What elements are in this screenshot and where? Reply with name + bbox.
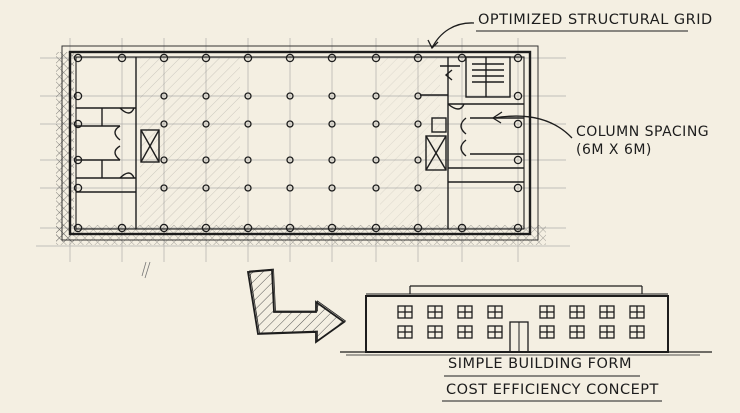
column-marker — [414, 92, 422, 100]
window — [427, 325, 443, 339]
column-marker — [159, 53, 169, 63]
column-marker — [73, 223, 83, 233]
diagonal-shading-zone — [140, 58, 240, 236]
column-marker — [372, 92, 380, 100]
column-marker — [202, 92, 210, 100]
window — [457, 305, 473, 319]
column-marker — [160, 92, 168, 100]
column-marker — [513, 53, 523, 63]
column-marker — [327, 223, 337, 233]
pencil-doodle — [141, 261, 151, 279]
window — [397, 325, 413, 339]
window — [397, 305, 413, 319]
column-marker — [513, 119, 523, 129]
column-marker — [201, 53, 211, 63]
column-leader-arrowhead — [491, 111, 503, 124]
inner-wall-line — [75, 56, 525, 230]
column-marker — [457, 53, 467, 63]
east-core — [420, 56, 524, 229]
column-marker — [73, 119, 83, 129]
column-marker — [372, 156, 380, 164]
column-marker — [243, 223, 253, 233]
structural-columns — [73, 53, 523, 233]
column-marker — [327, 53, 337, 63]
column-marker — [160, 120, 168, 128]
column-marker — [244, 156, 252, 164]
column-marker — [117, 223, 127, 233]
grid-leader-arrowhead — [427, 39, 439, 50]
floor-plan — [56, 45, 546, 245]
window — [599, 325, 615, 339]
column-marker — [244, 92, 252, 100]
column-marker — [286, 120, 294, 128]
column-marker — [244, 120, 252, 128]
column-marker — [513, 183, 523, 193]
hatched-wall-west — [56, 52, 74, 242]
column-marker — [160, 184, 168, 192]
column-label-leader — [493, 115, 573, 139]
column-marker — [243, 53, 253, 63]
column-spacing-dimension: (6M X 6M) — [576, 142, 652, 158]
column-marker — [513, 223, 523, 233]
column-marker — [371, 53, 381, 63]
window — [629, 325, 645, 339]
optimized-grid-label: OPTIMIZED STRUCTURAL GRID — [478, 12, 713, 28]
column-marker — [286, 92, 294, 100]
column-marker — [328, 156, 336, 164]
window — [569, 305, 585, 319]
column-spacing-label: COLUMN SPACING — [576, 124, 710, 140]
column-marker — [117, 53, 127, 63]
column-marker — [371, 223, 381, 233]
column-marker — [73, 183, 83, 193]
window — [629, 305, 645, 319]
column-marker — [413, 53, 423, 63]
column-marker — [159, 223, 169, 233]
column-marker — [328, 120, 336, 128]
column-marker — [513, 155, 523, 165]
column-marker — [413, 223, 423, 233]
caption-cost-efficiency-concept: COST EFFICIENCY CONCEPT — [446, 382, 659, 398]
column-marker — [285, 53, 295, 63]
window — [487, 305, 503, 319]
column-marker — [160, 156, 168, 164]
west-core — [76, 57, 160, 229]
caption-simple-building-form: SIMPLE BUILDING FORM — [448, 356, 632, 372]
column-marker — [328, 92, 336, 100]
column-marker — [513, 91, 523, 101]
column-marker — [414, 156, 422, 164]
column-marker — [202, 184, 210, 192]
column-marker — [328, 184, 336, 192]
column-marker — [202, 156, 210, 164]
column-marker — [414, 120, 422, 128]
window — [539, 305, 555, 319]
outline-offset — [61, 45, 539, 241]
column-marker — [457, 223, 467, 233]
window — [457, 325, 473, 339]
column-marker — [285, 223, 295, 233]
diagonal-shading-zone-east — [380, 58, 440, 236]
column-marker — [372, 184, 380, 192]
column-marker — [73, 91, 83, 101]
column-marker — [372, 120, 380, 128]
window — [427, 305, 443, 319]
column-marker — [244, 184, 252, 192]
column-marker — [73, 155, 83, 165]
window — [599, 305, 615, 319]
grid-label-leader — [431, 22, 475, 49]
column-marker — [286, 184, 294, 192]
column-marker — [286, 156, 294, 164]
column-marker — [202, 120, 210, 128]
column-marker — [414, 184, 422, 192]
window — [539, 325, 555, 339]
outer-wall — [68, 50, 532, 236]
building-elevation — [340, 285, 712, 356]
window — [487, 325, 503, 339]
window — [569, 325, 585, 339]
column-marker — [73, 53, 83, 63]
elbow-arrow-icon — [246, 268, 347, 344]
column-marker — [201, 223, 211, 233]
elevation-windows — [397, 305, 645, 339]
